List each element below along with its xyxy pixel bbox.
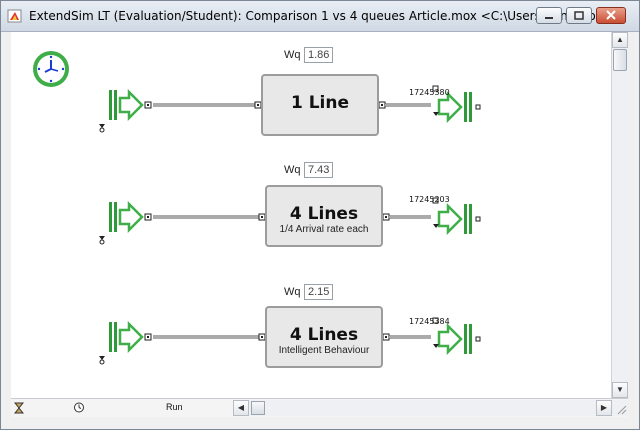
close-button[interactable] (596, 7, 626, 24)
app-icon (7, 9, 22, 23)
exit-count: 17245203 (409, 195, 450, 204)
scroll-left-button[interactable]: ◀ (233, 400, 249, 416)
queue-block[interactable]: 4 Lines Intelligent Behaviour (265, 306, 383, 368)
run-status: Run (166, 402, 183, 412)
wq-value: 1.86 (304, 47, 334, 63)
hourglass-icon[interactable] (14, 402, 24, 414)
wq-value: 2.15 (304, 284, 334, 300)
close-icon (606, 10, 616, 20)
wq-label: Wq (284, 49, 301, 61)
window-title: ExtendSim LT (Evaluation/Student): Compa… (29, 9, 607, 23)
block-subtitle: Intelligent Behaviour (278, 345, 370, 356)
create-block-icon[interactable] (99, 200, 153, 245)
wq-label: Wq (284, 286, 301, 298)
block-title: 4 Lines (289, 204, 359, 224)
horizontal-scrollbar[interactable]: ◀ ▶ (233, 400, 628, 416)
block-title: 4 Lines (289, 325, 359, 345)
model-canvas[interactable]: Wq 1.86 Wq 7.43 Wq 2.15 1 Line 4 Lines 1… (11, 32, 611, 398)
scroll-up-button[interactable]: ▲ (612, 32, 628, 48)
minimize-icon (545, 17, 553, 19)
model-diagram (33, 51, 482, 365)
block-title: 1 Line (290, 93, 350, 113)
exit-block-icon[interactable] (431, 316, 482, 356)
exit-count: 17245384 (409, 317, 450, 326)
create-block-icon[interactable] (99, 320, 153, 365)
exit-block-icon[interactable] (431, 196, 482, 236)
scroll-down-button[interactable]: ▼ (612, 382, 628, 398)
clock-icon[interactable] (33, 51, 69, 87)
create-block-icon[interactable] (99, 88, 153, 133)
horizontal-scroll-thumb[interactable] (251, 401, 265, 415)
maximize-button[interactable] (566, 7, 592, 24)
exit-block-icon[interactable] (431, 84, 482, 124)
wq-label: Wq (284, 164, 301, 176)
title-bar[interactable]: ExtendSim LT (Evaluation/Student): Compa… (1, 1, 639, 32)
queue-block[interactable]: 1 Line (261, 74, 379, 136)
vertical-scroll-thumb[interactable] (613, 49, 627, 71)
block-subtitle: 1/4 Arrival rate each (279, 224, 369, 235)
maximize-icon (574, 11, 584, 20)
queue-block[interactable]: 4 Lines 1/4 Arrival rate each (265, 185, 383, 247)
stopwatch-icon[interactable] (73, 401, 85, 413)
resize-grip-icon[interactable] (615, 403, 627, 415)
minimize-button[interactable] (536, 7, 562, 24)
exit-count: 17245380 (409, 88, 450, 97)
status-bar: Run ◀ ▶ (11, 398, 628, 417)
wq-value: 7.43 (304, 162, 334, 178)
vertical-scrollbar[interactable]: ▲ ▼ (611, 32, 629, 398)
scroll-right-button[interactable]: ▶ (596, 400, 612, 416)
